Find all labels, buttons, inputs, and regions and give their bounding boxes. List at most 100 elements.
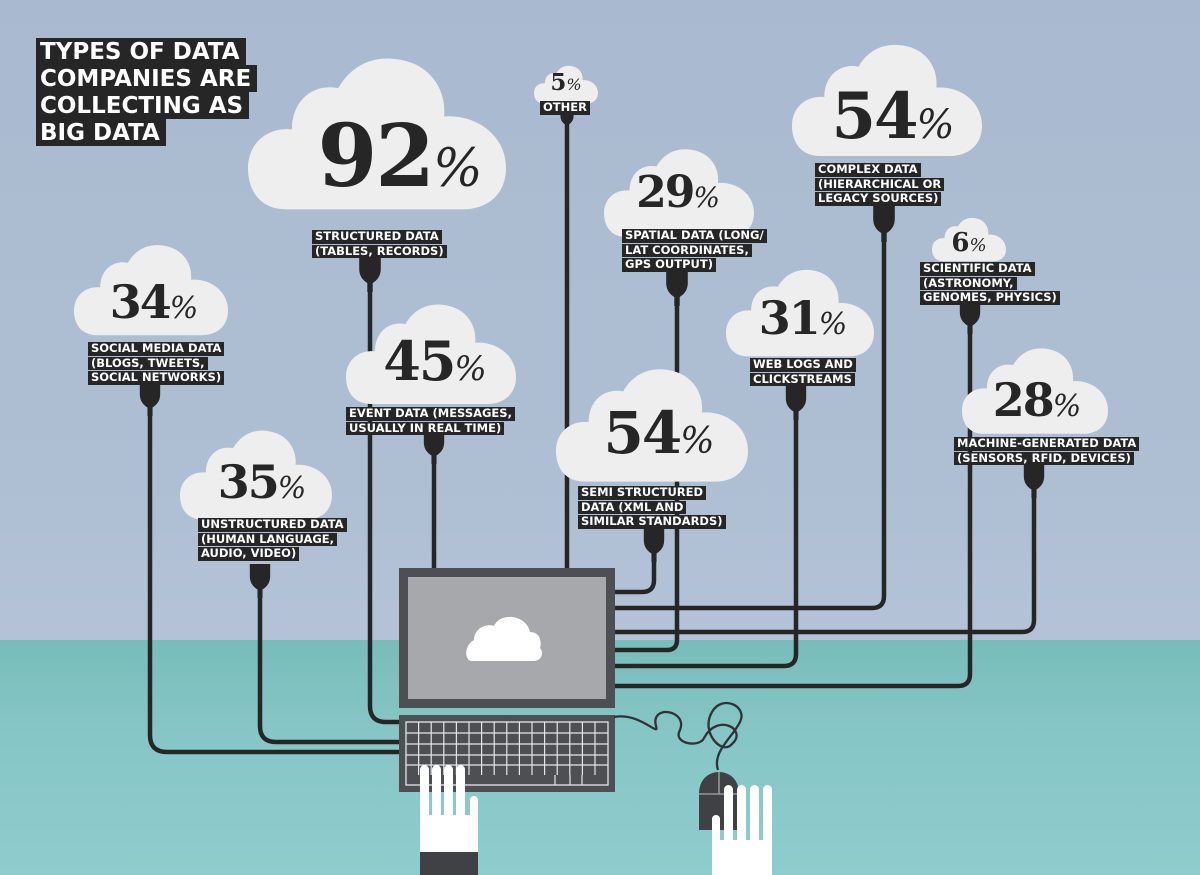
title-line: BIG DATA bbox=[36, 119, 166, 146]
percent-sign: % bbox=[277, 471, 307, 506]
value-number: 5 bbox=[550, 69, 567, 96]
laptop-screen bbox=[399, 568, 615, 708]
value-number: 35 bbox=[217, 455, 280, 509]
value-number: 31 bbox=[758, 291, 821, 345]
percent-sign: % bbox=[566, 75, 582, 94]
plug-spatial bbox=[666, 270, 688, 306]
label-other: OTHER bbox=[540, 100, 590, 115]
label-line: SPATIAL DATA (LONG/ bbox=[622, 228, 767, 243]
label-line: CLICKSTREAMS bbox=[750, 372, 855, 387]
value-unstructured: 35% bbox=[202, 456, 322, 515]
cable-unstructured bbox=[257, 575, 403, 745]
value-scientific: 6% bbox=[934, 228, 1004, 261]
value-event: 45% bbox=[370, 332, 500, 398]
label-line: LEGACY SOURCES) bbox=[815, 192, 942, 206]
keyboard-grid bbox=[406, 722, 608, 785]
value-number: 92 bbox=[317, 106, 435, 207]
value-structured: 92% bbox=[300, 112, 500, 214]
percent-sign: % bbox=[433, 139, 483, 199]
percent-sign: % bbox=[916, 102, 955, 148]
label-line: SCIENTIFIC DATA bbox=[920, 261, 1035, 276]
plug-unstructured bbox=[249, 564, 271, 598]
value-semi-structured: 54% bbox=[590, 402, 728, 473]
plug-machine bbox=[1023, 464, 1045, 498]
label-scientific: SCIENTIFIC DATA (ASTRONOMY, GENOMES, PHY… bbox=[920, 261, 1060, 305]
label-line: (TABLES, RECORDS) bbox=[312, 244, 447, 259]
cable-complex bbox=[611, 217, 887, 611]
label-line: LAT COORDINATES, bbox=[622, 243, 752, 258]
label-line: GPS OUTPUT) bbox=[622, 258, 716, 272]
value-web-logs: 31% bbox=[748, 292, 858, 351]
label-unstructured: UNSTRUCTURED DATA (HUMAN LANGUAGE, AUDIO… bbox=[198, 517, 347, 561]
label-web-logs: WEB LOGS AND CLICKSTREAMS bbox=[750, 357, 856, 387]
label-line: (BLOGS, TWEETS, bbox=[88, 356, 208, 371]
label-line: OTHER bbox=[540, 100, 590, 115]
label-line: GENOMES, PHYSICS) bbox=[920, 291, 1060, 305]
left-hand-icon bbox=[420, 765, 478, 875]
label-line: (SENSORS, RFID, DEVICES) bbox=[954, 451, 1134, 466]
plug-complex bbox=[873, 206, 895, 242]
percent-sign: % bbox=[454, 349, 487, 389]
title-line: TYPES OF DATA bbox=[36, 38, 246, 65]
label-line: SOCIAL NETWORKS) bbox=[88, 371, 225, 385]
percent-sign: % bbox=[680, 421, 715, 462]
value-social-media: 34% bbox=[92, 276, 216, 335]
label-event: EVENT DATA (MESSAGES, USUALLY IN REAL TI… bbox=[346, 406, 515, 436]
plug-scientific bbox=[959, 300, 981, 334]
percent-sign: % bbox=[818, 307, 848, 342]
label-line: AUDIO, VIDEO) bbox=[198, 547, 300, 561]
cable-social-media bbox=[147, 395, 403, 755]
label-spatial: SPATIAL DATA (LONG/ LAT COORDINATES, GPS… bbox=[622, 228, 767, 272]
label-line: (ASTRONOMY, bbox=[920, 276, 1017, 291]
value-machine: 28% bbox=[982, 374, 1092, 433]
percent-sign: % bbox=[693, 181, 720, 214]
cable-semi-structured bbox=[611, 547, 657, 595]
value-number: 29 bbox=[636, 167, 695, 218]
label-line: WEB LOGS AND bbox=[750, 357, 856, 372]
plug-structured bbox=[359, 256, 381, 292]
value-complex: 54% bbox=[818, 84, 968, 158]
page-title: TYPES OF DATA COMPANIES ARE COLLECTING A… bbox=[36, 38, 258, 146]
cable-spatial bbox=[611, 292, 680, 653]
label-social-media: SOCIAL MEDIA DATA (BLOGS, TWEETS, SOCIAL… bbox=[88, 341, 225, 385]
label-line: MACHINE-GENERATED DATA bbox=[954, 436, 1140, 451]
right-hand-icon bbox=[712, 785, 772, 875]
plug-semi-structured bbox=[643, 528, 665, 562]
cable-structured bbox=[367, 279, 403, 725]
value-number: 45 bbox=[383, 329, 456, 393]
screen-cloud-icon bbox=[466, 616, 542, 661]
label-line: UNSTRUCTURED DATA bbox=[198, 517, 347, 532]
label-line: COMPLEX DATA bbox=[815, 162, 921, 177]
cable-web-logs bbox=[611, 399, 799, 669]
percent-sign: % bbox=[1052, 389, 1082, 424]
plug-web-logs bbox=[785, 386, 807, 420]
cable-scientific bbox=[611, 309, 973, 689]
value-number: 54 bbox=[603, 399, 683, 467]
label-line: SEMI STRUCTURED bbox=[578, 485, 707, 500]
keyboard bbox=[399, 715, 615, 792]
value-spatial: 29% bbox=[618, 168, 738, 223]
value-other: 5% bbox=[530, 70, 602, 98]
label-line: DATA (XML AND bbox=[578, 500, 687, 515]
percent-sign: % bbox=[969, 235, 987, 256]
value-number: 6 bbox=[951, 228, 970, 258]
label-complex: COMPLEX DATA (HIERARCHICAL OR LEGACY SOU… bbox=[815, 162, 945, 206]
value-number: 34 bbox=[109, 275, 172, 329]
label-line: (HUMAN LANGUAGE, bbox=[198, 532, 338, 547]
percent-sign: % bbox=[169, 291, 199, 326]
cable-machine bbox=[611, 475, 1037, 635]
title-line: COLLECTING AS bbox=[36, 92, 250, 119]
label-line: (HIERARCHICAL OR bbox=[815, 177, 945, 192]
label-semi-structured: SEMI STRUCTURED DATA (XML AND SIMILAR ST… bbox=[578, 485, 726, 529]
value-number: 54 bbox=[831, 79, 918, 154]
title-line: COMPANIES ARE bbox=[36, 65, 258, 92]
mouse-cable bbox=[613, 701, 743, 771]
label-line: EVENT DATA (MESSAGES, bbox=[346, 406, 515, 421]
plug-social-media bbox=[139, 382, 161, 416]
value-number: 28 bbox=[992, 373, 1055, 427]
label-line: SOCIAL MEDIA DATA bbox=[88, 341, 225, 356]
label-structured: STRUCTURED DATA (TABLES, RECORDS) bbox=[312, 229, 447, 259]
label-line: SIMILAR STANDARDS) bbox=[578, 515, 726, 529]
label-line: USUALLY IN REAL TIME) bbox=[346, 421, 505, 436]
